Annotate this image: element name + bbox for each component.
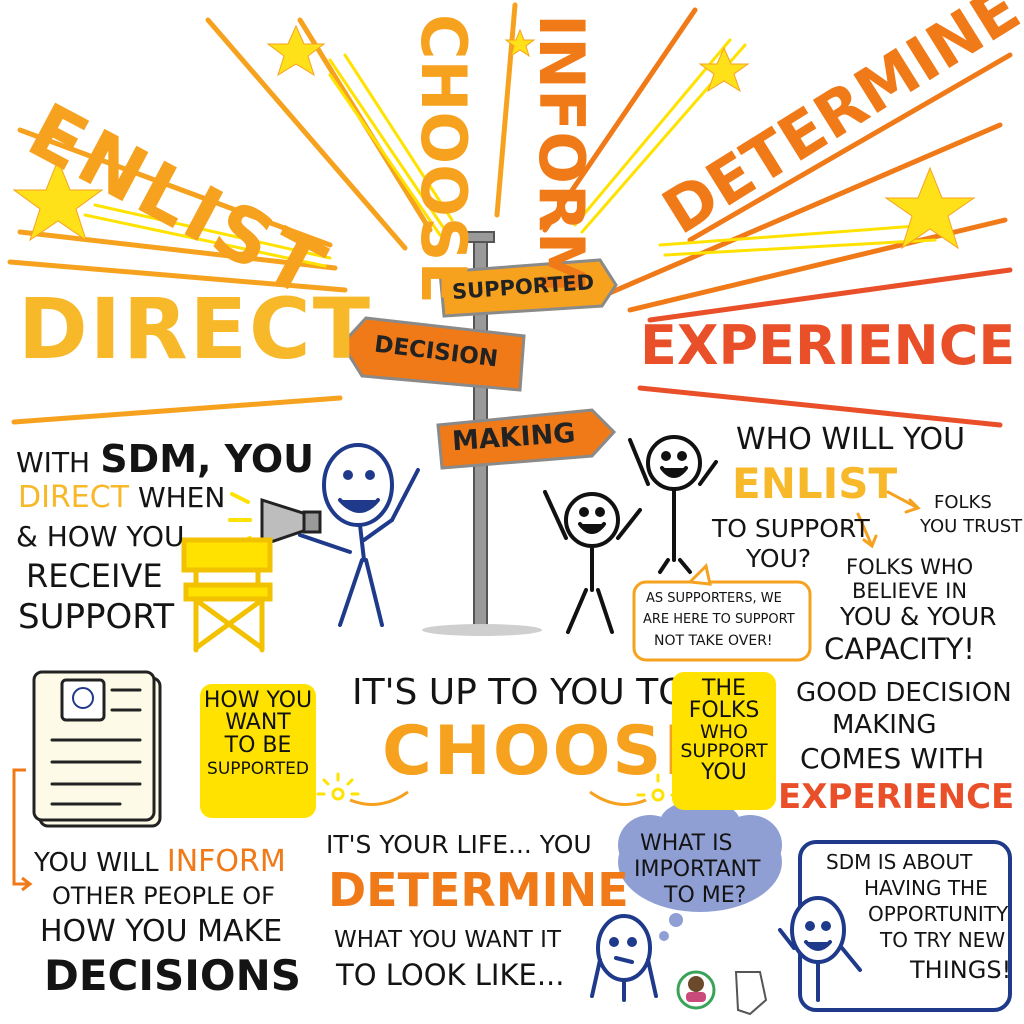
enlist-line1: WHO WILL YOU bbox=[736, 422, 966, 457]
pill-right-line3: WHO bbox=[699, 720, 749, 743]
swoosh-left bbox=[349, 790, 409, 806]
speech-line3: NOT TAKE OVER! bbox=[654, 633, 773, 649]
inform-line1: YOU WILL INFORM bbox=[34, 846, 286, 878]
star-icon bbox=[698, 46, 750, 93]
rays-right-thin bbox=[573, 38, 937, 257]
director-chair-icon bbox=[181, 537, 273, 653]
determine-line4: TO LOOK LIKE... bbox=[336, 958, 565, 992]
rays-left-thin bbox=[83, 53, 454, 268]
speech-bubble bbox=[632, 580, 812, 662]
inform-line2: OTHER PEOPLE OF bbox=[52, 882, 275, 910]
determine-line1: IT'S YOUR LIFE... YOU bbox=[326, 830, 592, 859]
cloud-line3: TO ME? bbox=[664, 883, 747, 908]
sign-making bbox=[436, 408, 617, 470]
believe-1: FOLKS WHO bbox=[846, 555, 974, 579]
determine-line3: WHAT YOU WANT IT bbox=[334, 927, 562, 953]
inform-line4: DECISIONS bbox=[44, 951, 301, 1000]
star-icon bbox=[12, 158, 104, 242]
folks-trust-1: FOLKS bbox=[934, 492, 992, 513]
folks-trust-2: YOU TRUST bbox=[920, 516, 1023, 537]
sdm-line1: SDM IS ABOUT bbox=[826, 850, 973, 874]
sdm-line5: THINGS! bbox=[910, 956, 1012, 984]
pill-how-supported: HOW YOU WANT TO BE SUPPORTED bbox=[200, 684, 316, 818]
star-icon bbox=[884, 166, 976, 250]
pill-folks-support: THE FOLKS WHO SUPPORT YOU bbox=[672, 672, 776, 810]
cloud-line1: WHAT IS bbox=[640, 831, 733, 856]
direct-line4: RECEIVE bbox=[26, 557, 163, 595]
pill-right-line1: THE bbox=[702, 676, 746, 701]
enlist-line3: TO SUPPORT bbox=[712, 514, 870, 543]
bracket-arrow-icon bbox=[12, 768, 28, 886]
pill-left-line1: HOW YOU bbox=[203, 688, 313, 713]
sdm-line2: HAVING THE bbox=[864, 876, 988, 900]
stick-figure-thinker bbox=[590, 914, 658, 1002]
stick-figure-supporter-2 bbox=[628, 435, 718, 574]
signpost-base bbox=[422, 624, 542, 636]
direct-line2b: WHEN bbox=[137, 481, 226, 514]
inform-line3: HOW YOU MAKE bbox=[40, 914, 283, 949]
believe-2: BELIEVE IN bbox=[852, 579, 968, 603]
direct-line3: & HOW YOU bbox=[16, 520, 185, 553]
pill-left-line3: TO BE bbox=[224, 732, 292, 758]
experience-line1: GOOD DECISION bbox=[796, 678, 1012, 708]
experience-line2: MAKING bbox=[832, 710, 937, 740]
direct-line1b: SDM, YOU bbox=[100, 437, 314, 481]
direct-line1a: WITH bbox=[16, 446, 91, 479]
document-icon bbox=[32, 670, 162, 828]
choose-line2: CHOOSE bbox=[382, 712, 712, 791]
experience-line3: COMES WITH bbox=[800, 742, 985, 775]
cloud-line2: IMPORTANT bbox=[634, 857, 761, 882]
direct-line5: SUPPORT bbox=[18, 597, 175, 637]
sdm-line4: TO TRY NEW bbox=[880, 928, 1006, 952]
stick-figure-supporter-1 bbox=[543, 490, 642, 634]
thought-cloud bbox=[618, 800, 782, 941]
choose-line1: IT'S UP TO YOU TO bbox=[352, 672, 687, 713]
believe-4: CAPACITY! bbox=[824, 632, 975, 666]
pill-left-line2: WANT bbox=[225, 710, 291, 736]
speech-line1: AS SUPPORTERS, WE bbox=[646, 591, 782, 606]
word-direct: DIRECT bbox=[18, 280, 372, 378]
star-icon bbox=[504, 28, 536, 58]
rays-right bbox=[542, 7, 1013, 313]
determine-line2: DETERMINE bbox=[328, 863, 629, 917]
inform-line1b: INFORM bbox=[166, 844, 286, 879]
pill-right-line4: SUPPORT bbox=[680, 740, 768, 763]
direct-line2a: DIRECT bbox=[18, 480, 130, 515]
direct-line2: DIRECT WHEN bbox=[18, 482, 225, 514]
stick-figure-director bbox=[298, 443, 420, 627]
word-choose: CHOOSE bbox=[407, 14, 480, 304]
sparkle-icon bbox=[316, 772, 680, 802]
rays-right-red bbox=[637, 267, 1013, 428]
direct-line1: WITH SDM, YOU bbox=[16, 437, 314, 481]
word-inform: INFORM bbox=[525, 14, 598, 294]
pill-right-line2: FOLKS bbox=[688, 698, 760, 724]
believe-3: YOU & YOUR bbox=[840, 602, 997, 631]
avatar-logo bbox=[676, 970, 716, 1010]
arrow-icons bbox=[856, 490, 921, 549]
sdm-line3: OPPORTUNITY bbox=[868, 902, 1009, 926]
word-experience: EXPERIENCE bbox=[640, 314, 1016, 377]
experience-line4: EXPERIENCE bbox=[778, 777, 1015, 817]
georgia-map-logo bbox=[734, 971, 768, 1016]
speech-line2: ARE HERE TO SUPPORT bbox=[643, 612, 795, 627]
swoosh-right bbox=[589, 790, 647, 806]
stick-figure-happy bbox=[778, 896, 862, 1002]
star-icon bbox=[266, 24, 326, 77]
enlist-line4: YOU? bbox=[746, 544, 812, 573]
pill-right-line5: YOU bbox=[701, 759, 747, 785]
enlist-line2: ENLIST bbox=[732, 459, 898, 508]
sign-supported bbox=[438, 258, 618, 318]
pill-left-line4: SUPPORTED bbox=[207, 759, 309, 780]
inform-line1a: YOU WILL bbox=[34, 848, 159, 878]
sign-decision bbox=[340, 316, 526, 392]
